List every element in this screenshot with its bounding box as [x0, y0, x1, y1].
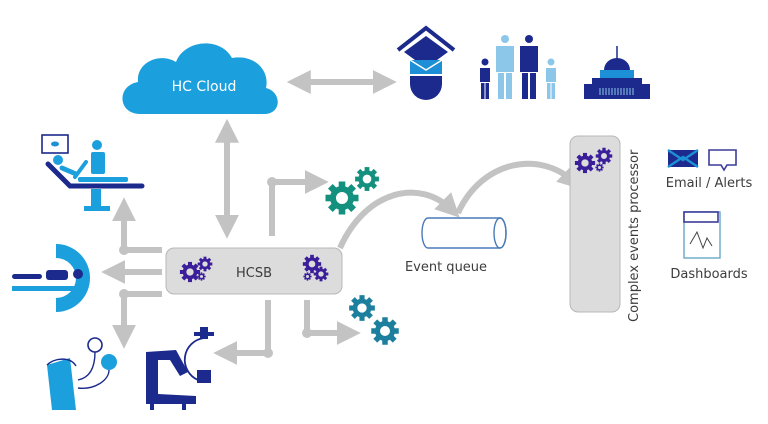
cloud-label: HC Cloud [172, 79, 237, 95]
chat-bubble-icon [708, 149, 737, 172]
arrow-hcsb-gears-top [269, 170, 329, 236]
arrow-hcsb-event-queue [337, 189, 460, 250]
hcsb-label: HCSB [236, 266, 272, 281]
family-icon [480, 35, 556, 99]
arrow-hcsb-c-arm [213, 300, 271, 365]
ct-scanner-icon [12, 244, 90, 312]
cep-box [569, 135, 621, 313]
cep-label: Complex events processor [627, 149, 642, 322]
c-arm-xray-icon [146, 327, 214, 410]
education-icon [396, 25, 456, 100]
patient-exam-icon [41, 134, 145, 211]
government-building-icon [584, 46, 650, 99]
gears-icon [349, 295, 399, 345]
email-alerts-label: Email / Alerts [666, 176, 753, 191]
event-queue-node: Event queue [405, 217, 507, 275]
dashboard-icon [683, 211, 721, 259]
event-queue-label: Event queue [405, 260, 487, 275]
cloud-icon [122, 43, 278, 114]
email-icon [667, 148, 699, 169]
arrow-event-queue-cep [455, 160, 582, 215]
dashboards-label: Dashboards [670, 267, 748, 282]
arrow-hcsb-gears-bottom [304, 300, 361, 345]
hc-cloud-node: HC Cloud [122, 43, 278, 114]
cep-node: Complex events processor [569, 135, 642, 322]
arrow-hcsb-patient-exam [112, 197, 162, 253]
dashboards-node: Dashboards [670, 211, 748, 282]
arrow-hcsb-blood-pressure [112, 291, 162, 349]
blood-pressure-icon [46, 337, 117, 410]
hcsb-node: HCSB [165, 247, 343, 295]
email-alerts-node: Email / Alerts [666, 148, 753, 191]
